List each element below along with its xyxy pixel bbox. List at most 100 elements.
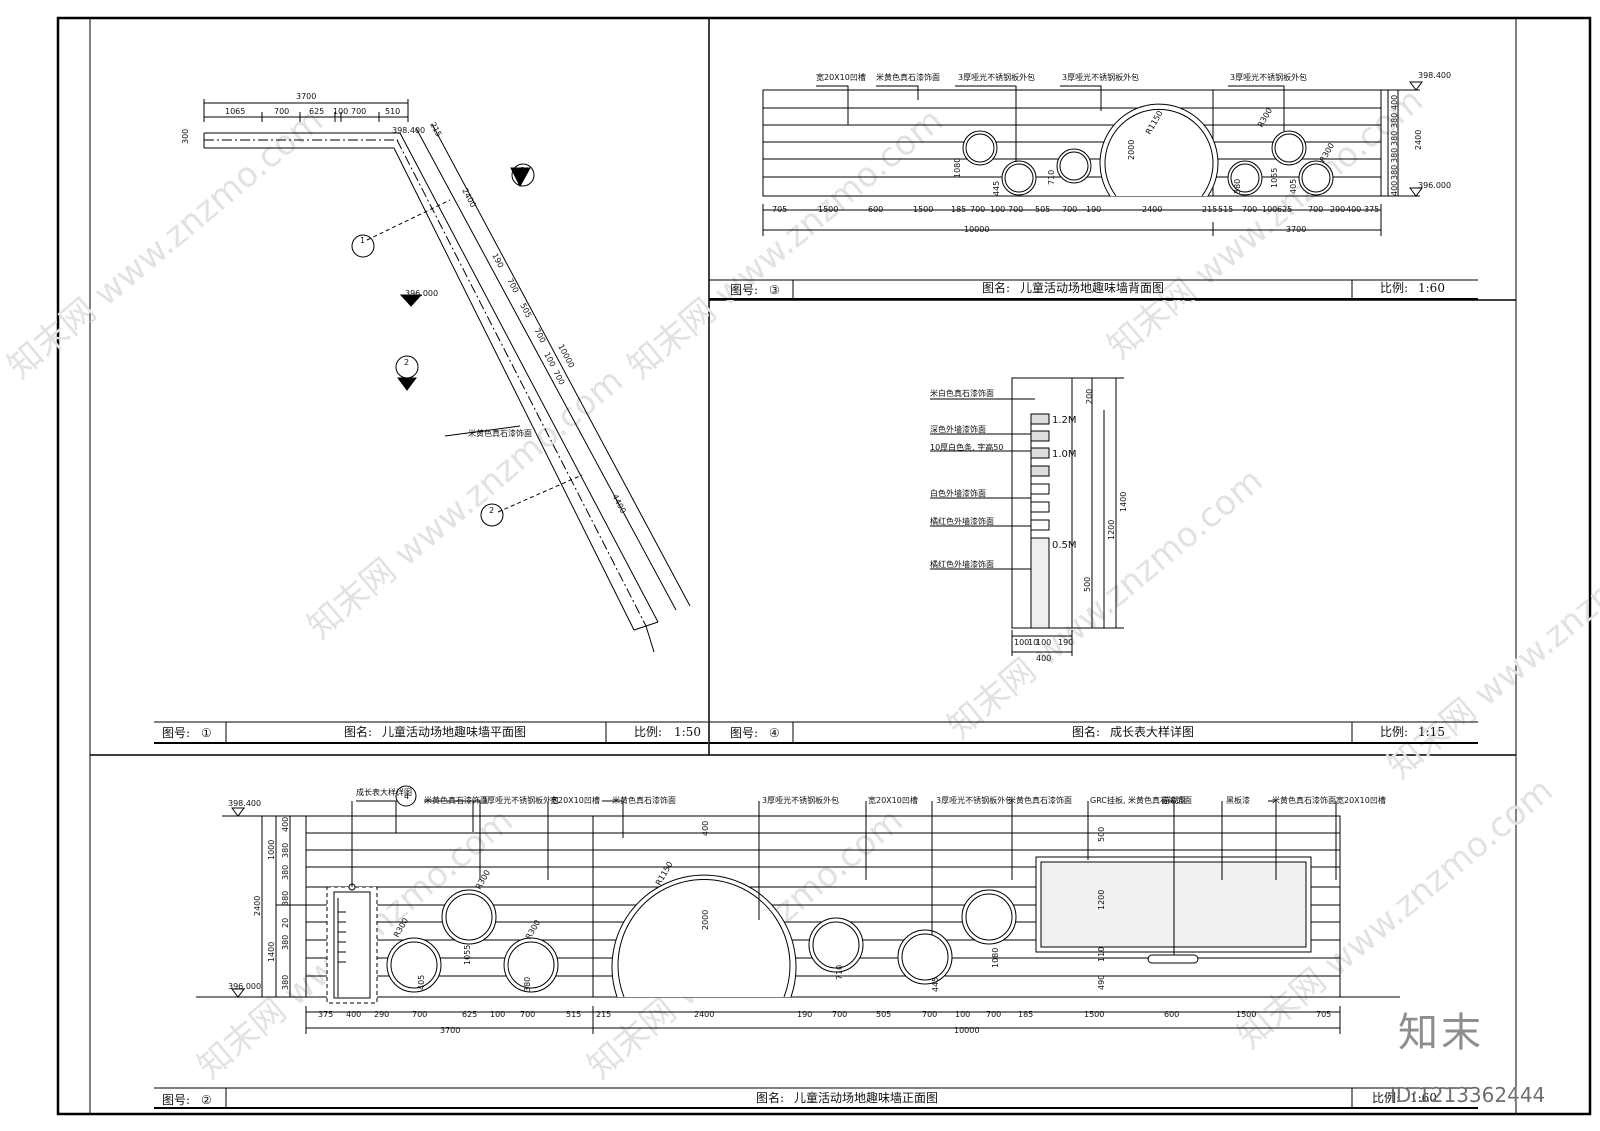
back-circle-label: 1055: [1270, 168, 1279, 188]
front-note: 米黄色真石漆饰面: [612, 795, 676, 805]
front-dim: 2400: [694, 1010, 714, 1019]
plan-dim: 4400: [610, 493, 628, 515]
growth-note: 橘红色外墙漆饰面: [930, 516, 994, 526]
front-circle-label: 405: [417, 975, 426, 990]
back-dim: 700: [970, 205, 985, 214]
back-dim: 700: [1062, 205, 1077, 214]
back-note: 3厚哑光不锈钢板外包: [1062, 72, 1139, 82]
plan-title-no-label: 图号:: [162, 726, 190, 740]
growth-dim: 200: [1085, 389, 1094, 404]
plan-dim: 1065: [225, 107, 245, 116]
front-note: 成长表大样详图: [356, 787, 412, 797]
growth-note: 10厚白色条, 字高50: [930, 442, 1003, 452]
front-dim-side: 380: [281, 891, 290, 906]
front-dim-total: 3700: [440, 1026, 460, 1035]
front-dim: 100: [490, 1010, 505, 1019]
front-elevation-ground: 396.000: [228, 982, 261, 991]
growth-dim-total: 400: [1036, 654, 1051, 663]
front-note: 米黄色真石漆饰面: [1008, 795, 1072, 805]
back-dim-height: 2400: [1414, 130, 1423, 150]
front-circle-label: 710: [835, 965, 844, 980]
plan-dim: 700: [532, 327, 547, 345]
plan-dim: 100: [333, 107, 348, 116]
section-marker-number: 2: [404, 358, 409, 367]
plan-elevation-top: 398.400: [392, 126, 425, 135]
watermark-id: ID:1213362444: [1390, 1083, 1546, 1107]
growth-dim: 500: [1083, 577, 1092, 592]
front-dim: 700: [412, 1010, 427, 1019]
front-dim-side: 20: [281, 918, 290, 928]
back-dim: 190: [1086, 205, 1101, 214]
back-elevation-labels: 宽20X10凹槽 米黄色真石漆饰面 3厚哑光不锈钢板外包 3厚哑光不锈钢板外包 …: [772, 71, 1451, 234]
back-title-scale-label: 比例:: [1380, 281, 1408, 295]
back-title-scale: 1:60: [1418, 281, 1445, 295]
front-note: 游戏盘: [1162, 795, 1186, 805]
back-dim: 700: [1308, 205, 1323, 214]
front-dim: 290: [374, 1010, 389, 1019]
back-dim: 2400: [1142, 205, 1162, 214]
back-note: 米黄色真石漆饰面: [876, 72, 940, 82]
back-dim: 100: [1262, 205, 1277, 214]
watermark-text: 知末网 www.znzmo.com: [0, 100, 331, 386]
front-note: GRC挂板, 米黄色真石漆饰面: [1090, 795, 1192, 805]
front-dim-side: 1400: [267, 942, 276, 962]
front-note: 3厚哑光不锈钢板外包: [482, 795, 559, 805]
plan-dim-total: 3700: [296, 92, 316, 101]
back-circle-label: 2000: [1127, 140, 1136, 160]
plan-title-scale-label: 比例:: [634, 725, 662, 739]
back-dim: 100: [990, 205, 1005, 214]
front-circle-label: 1080: [991, 948, 1000, 968]
back-dim-total: 3700: [1286, 225, 1306, 234]
back-title-no-label: 图号:: [730, 283, 758, 297]
growth-title-name: 成长表大样详图: [1110, 724, 1194, 739]
front-note: 米黄色真石漆饰面: [1272, 795, 1336, 805]
back-dim: 505: [1035, 205, 1050, 214]
front-dim: 100: [955, 1010, 970, 1019]
front-dim: 505: [876, 1010, 891, 1019]
back-dim: 185: [951, 205, 966, 214]
back-dim-side: 380: [1390, 165, 1399, 180]
growth-title-no-label: 图号:: [730, 726, 758, 740]
watermark-text: 知末网 www.znzmo.com: [620, 100, 951, 386]
back-dim: 290: [1330, 205, 1345, 214]
front-panel-dim: 490: [1097, 975, 1106, 990]
plan-dim: 510: [385, 107, 400, 116]
front-circle-label: 1055: [463, 945, 472, 965]
back-circle-label: 405: [1289, 179, 1298, 194]
plan-dim: 2400: [460, 187, 478, 209]
plan-dim: 700: [351, 107, 366, 116]
front-dim: 705: [1316, 1010, 1331, 1019]
plan-dim: 700: [274, 107, 289, 116]
section-marker-number: 3: [520, 166, 525, 175]
front-dim: 185: [1018, 1010, 1033, 1019]
back-circle-label: 710: [1047, 170, 1056, 185]
back-note: 3厚哑光不锈钢板外包: [958, 72, 1035, 82]
front-panel-dim: 110: [1097, 947, 1106, 962]
front-title-no-label: 图号:: [162, 1093, 190, 1107]
growth-note: 白色外墙漆饰面: [930, 488, 986, 498]
front-dim: 1500: [1084, 1010, 1104, 1019]
back-dim-side: 400: [1390, 181, 1399, 196]
plan-title-no: ①: [201, 726, 212, 740]
back-dim: 700: [1008, 205, 1023, 214]
front-note: 米黄色真石漆饰面: [424, 795, 488, 805]
front-elevation-drawing: [196, 785, 1400, 1034]
front-note: 3厚哑光不锈钢板外包: [936, 795, 1013, 805]
section-marker-number: 2: [489, 506, 494, 515]
front-elevation-top: 398.400: [228, 799, 261, 808]
back-circle-label: R300: [1256, 106, 1274, 129]
back-note: 宽20X10凹槽: [816, 72, 866, 82]
plan-elevation-ground: 396.000: [405, 289, 438, 298]
front-dim-height: 2400: [253, 896, 262, 916]
back-dim: 600: [868, 205, 883, 214]
plan-title-name-label: 图名:: [344, 724, 372, 739]
plan-dim-thickness: 300: [181, 129, 190, 144]
back-elevation-ground: 396.000: [1418, 181, 1451, 190]
front-circle-label: R300: [474, 868, 492, 891]
front-title-scale-label: 比例:: [1372, 1091, 1400, 1105]
growth-note: 深色外墙漆饰面: [930, 424, 986, 434]
title-bars: [154, 279, 1478, 1109]
front-panel-dim: 1200: [1097, 890, 1106, 910]
plan-dim: 625: [309, 107, 324, 116]
